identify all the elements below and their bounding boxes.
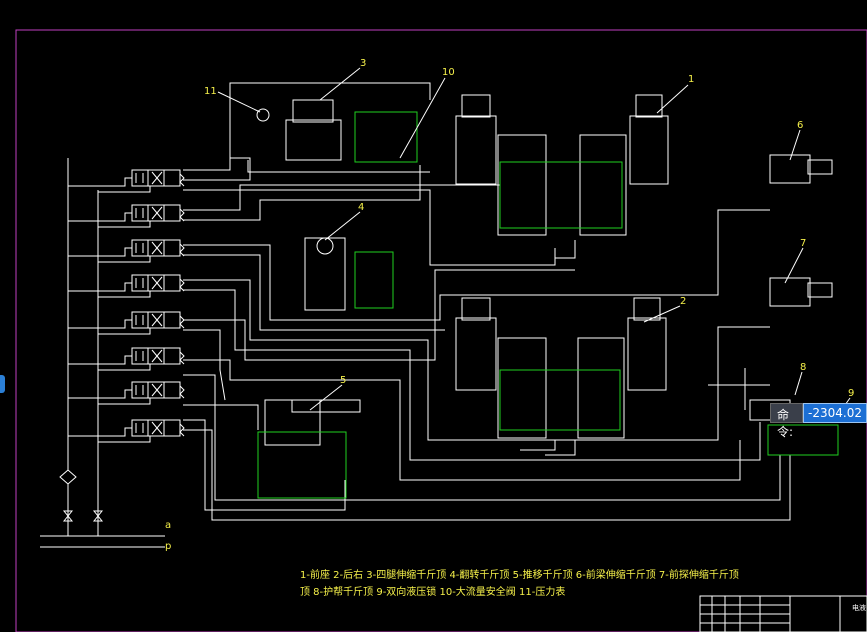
directional-valve-1 — [68, 169, 185, 193]
leg-cylinder-1b — [629, 115, 669, 185]
callout-10: 10 — [442, 67, 455, 78]
legend-line-1: 1-前座 2-后右 3-四腿伸缩千斤顶 4-翻转千斤顶 5-推移千斤顶 6-前梁… — [300, 570, 739, 581]
directional-valve-8 — [68, 419, 185, 443]
gauge-11 — [256, 108, 270, 122]
directional-valve-6 — [68, 347, 185, 371]
directional-valve-4 — [68, 274, 185, 298]
directional-valve-5 — [68, 311, 185, 335]
support-units — [264, 94, 833, 446]
valve-block-5 — [257, 431, 347, 499]
legend-line-2: 顶 8-护帮千斤顶 9-双向液压锁 10-大流量安全阀 11-压力表 — [300, 587, 566, 598]
title-block — [699, 595, 867, 632]
title-block-label: 电液 — [852, 603, 866, 612]
callout-6: 6 — [797, 120, 803, 131]
leg-cylinder-2a — [455, 317, 497, 391]
lock-block-9 — [767, 424, 839, 456]
leg-cylinder-1a — [455, 115, 497, 185]
directional-valve-2 — [68, 204, 185, 228]
drawing-frame — [15, 29, 867, 632]
check-valve-a — [62, 510, 74, 522]
valve-block-2 — [499, 369, 621, 431]
valve-block-1 — [499, 161, 623, 229]
callout-4: 4 — [358, 202, 364, 213]
cylinder-6 — [769, 154, 811, 184]
port-a-label: a — [165, 520, 171, 531]
callout-2: 2 — [680, 296, 686, 307]
filter-symbol — [59, 469, 77, 485]
cylinder-3 — [285, 119, 342, 161]
callout-3: 3 — [360, 58, 366, 69]
port-p-label: p — [165, 541, 171, 552]
pipelines — [183, 82, 791, 521]
command-value[interactable]: -2304.02 — [803, 403, 867, 423]
side-panel-tab[interactable] — [0, 375, 5, 393]
valve-block-4 — [354, 251, 394, 309]
leader-lines — [217, 67, 851, 423]
callout-9: 9 — [848, 388, 854, 399]
callout-1: 1 — [688, 74, 694, 85]
command-tooltip[interactable]: 命令: -2304.02 — [770, 403, 867, 439]
directional-valve-7 — [68, 381, 185, 405]
control-blocks — [257, 111, 839, 499]
callout-11: 11 — [204, 86, 217, 97]
callout-5: 5 — [340, 375, 346, 386]
relief-valve-block-10 — [354, 111, 418, 163]
valve-bank — [68, 169, 185, 443]
leg-cylinder-2b — [627, 317, 667, 391]
callout-7: 7 — [800, 238, 806, 249]
cylinder-4 — [304, 237, 346, 311]
check-valve-p — [92, 510, 104, 522]
cylinder-7 — [769, 277, 811, 307]
command-label: 命令: — [770, 403, 804, 439]
directional-valve-3 — [68, 239, 185, 263]
callout-8: 8 — [800, 362, 806, 373]
